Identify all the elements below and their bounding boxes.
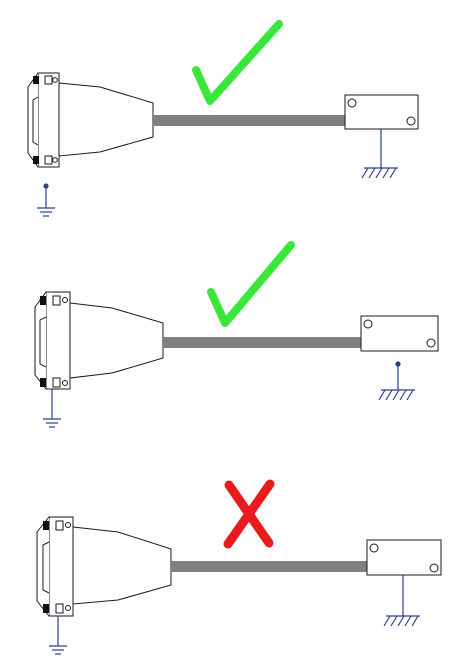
connector-inner-line xyxy=(39,316,47,368)
screw-bottom-left xyxy=(40,378,46,387)
panel-3 xyxy=(36,479,442,655)
sensor-ground-icon xyxy=(383,575,420,627)
checkmark-icon xyxy=(207,241,295,327)
connector-flange xyxy=(45,291,71,390)
d-sub-connector xyxy=(27,72,154,168)
screw-top-left xyxy=(43,521,49,530)
shielded-cable xyxy=(163,337,363,348)
screw-hole-top xyxy=(65,522,71,528)
screw-hole-bottom xyxy=(62,380,68,386)
connector-flange xyxy=(37,72,60,168)
sensor-mount-hole-left xyxy=(347,98,357,108)
sensor-body xyxy=(366,539,442,576)
sensor-body xyxy=(344,94,419,130)
sensor-mount-hole-right xyxy=(426,338,436,348)
sensor-mount-hole-left xyxy=(369,543,379,553)
screw-hole-bottom xyxy=(65,605,71,611)
sensor-mount-hole-right xyxy=(429,563,439,573)
connector-flange xyxy=(48,516,74,617)
sensor-mount-hole-right xyxy=(406,116,416,126)
d-sub-connector xyxy=(34,291,164,390)
sensor-mount-hole-left xyxy=(363,319,373,329)
connector-inner-line xyxy=(32,96,39,146)
sensor-ground-icon xyxy=(361,129,398,179)
screw-hole-top xyxy=(52,77,58,83)
screw-hole-bottom xyxy=(52,157,58,163)
screw-top-left xyxy=(33,76,39,84)
screw-hole-top xyxy=(62,297,68,303)
connector-backshell xyxy=(69,302,164,379)
screw-top-right xyxy=(52,295,61,306)
shielded-cable xyxy=(153,115,347,126)
connector-ground-icon xyxy=(43,389,61,428)
screw-top-left xyxy=(40,296,46,305)
connector-ground-icon xyxy=(49,616,67,655)
checkmark-icon xyxy=(192,20,283,105)
panel-1 xyxy=(27,20,419,217)
screw-bottom-right xyxy=(44,155,53,165)
connector-backshell xyxy=(58,82,154,157)
connector-inner-line xyxy=(42,541,50,594)
d-sub-connector xyxy=(36,516,172,617)
sensor-body xyxy=(360,315,439,352)
screw-top-right xyxy=(55,520,64,531)
shielded-cable xyxy=(171,561,370,572)
screw-bottom-right xyxy=(52,377,61,388)
connector-ground-icon xyxy=(37,183,55,217)
screw-bottom-right xyxy=(55,603,64,614)
cross-icon xyxy=(223,479,275,549)
screw-bottom-left xyxy=(43,604,49,613)
panel-2 xyxy=(34,241,439,428)
screw-top-right xyxy=(44,75,53,85)
connector-backshell xyxy=(72,526,172,605)
sensor-ground-icon xyxy=(378,361,415,401)
screw-bottom-left xyxy=(33,156,39,164)
